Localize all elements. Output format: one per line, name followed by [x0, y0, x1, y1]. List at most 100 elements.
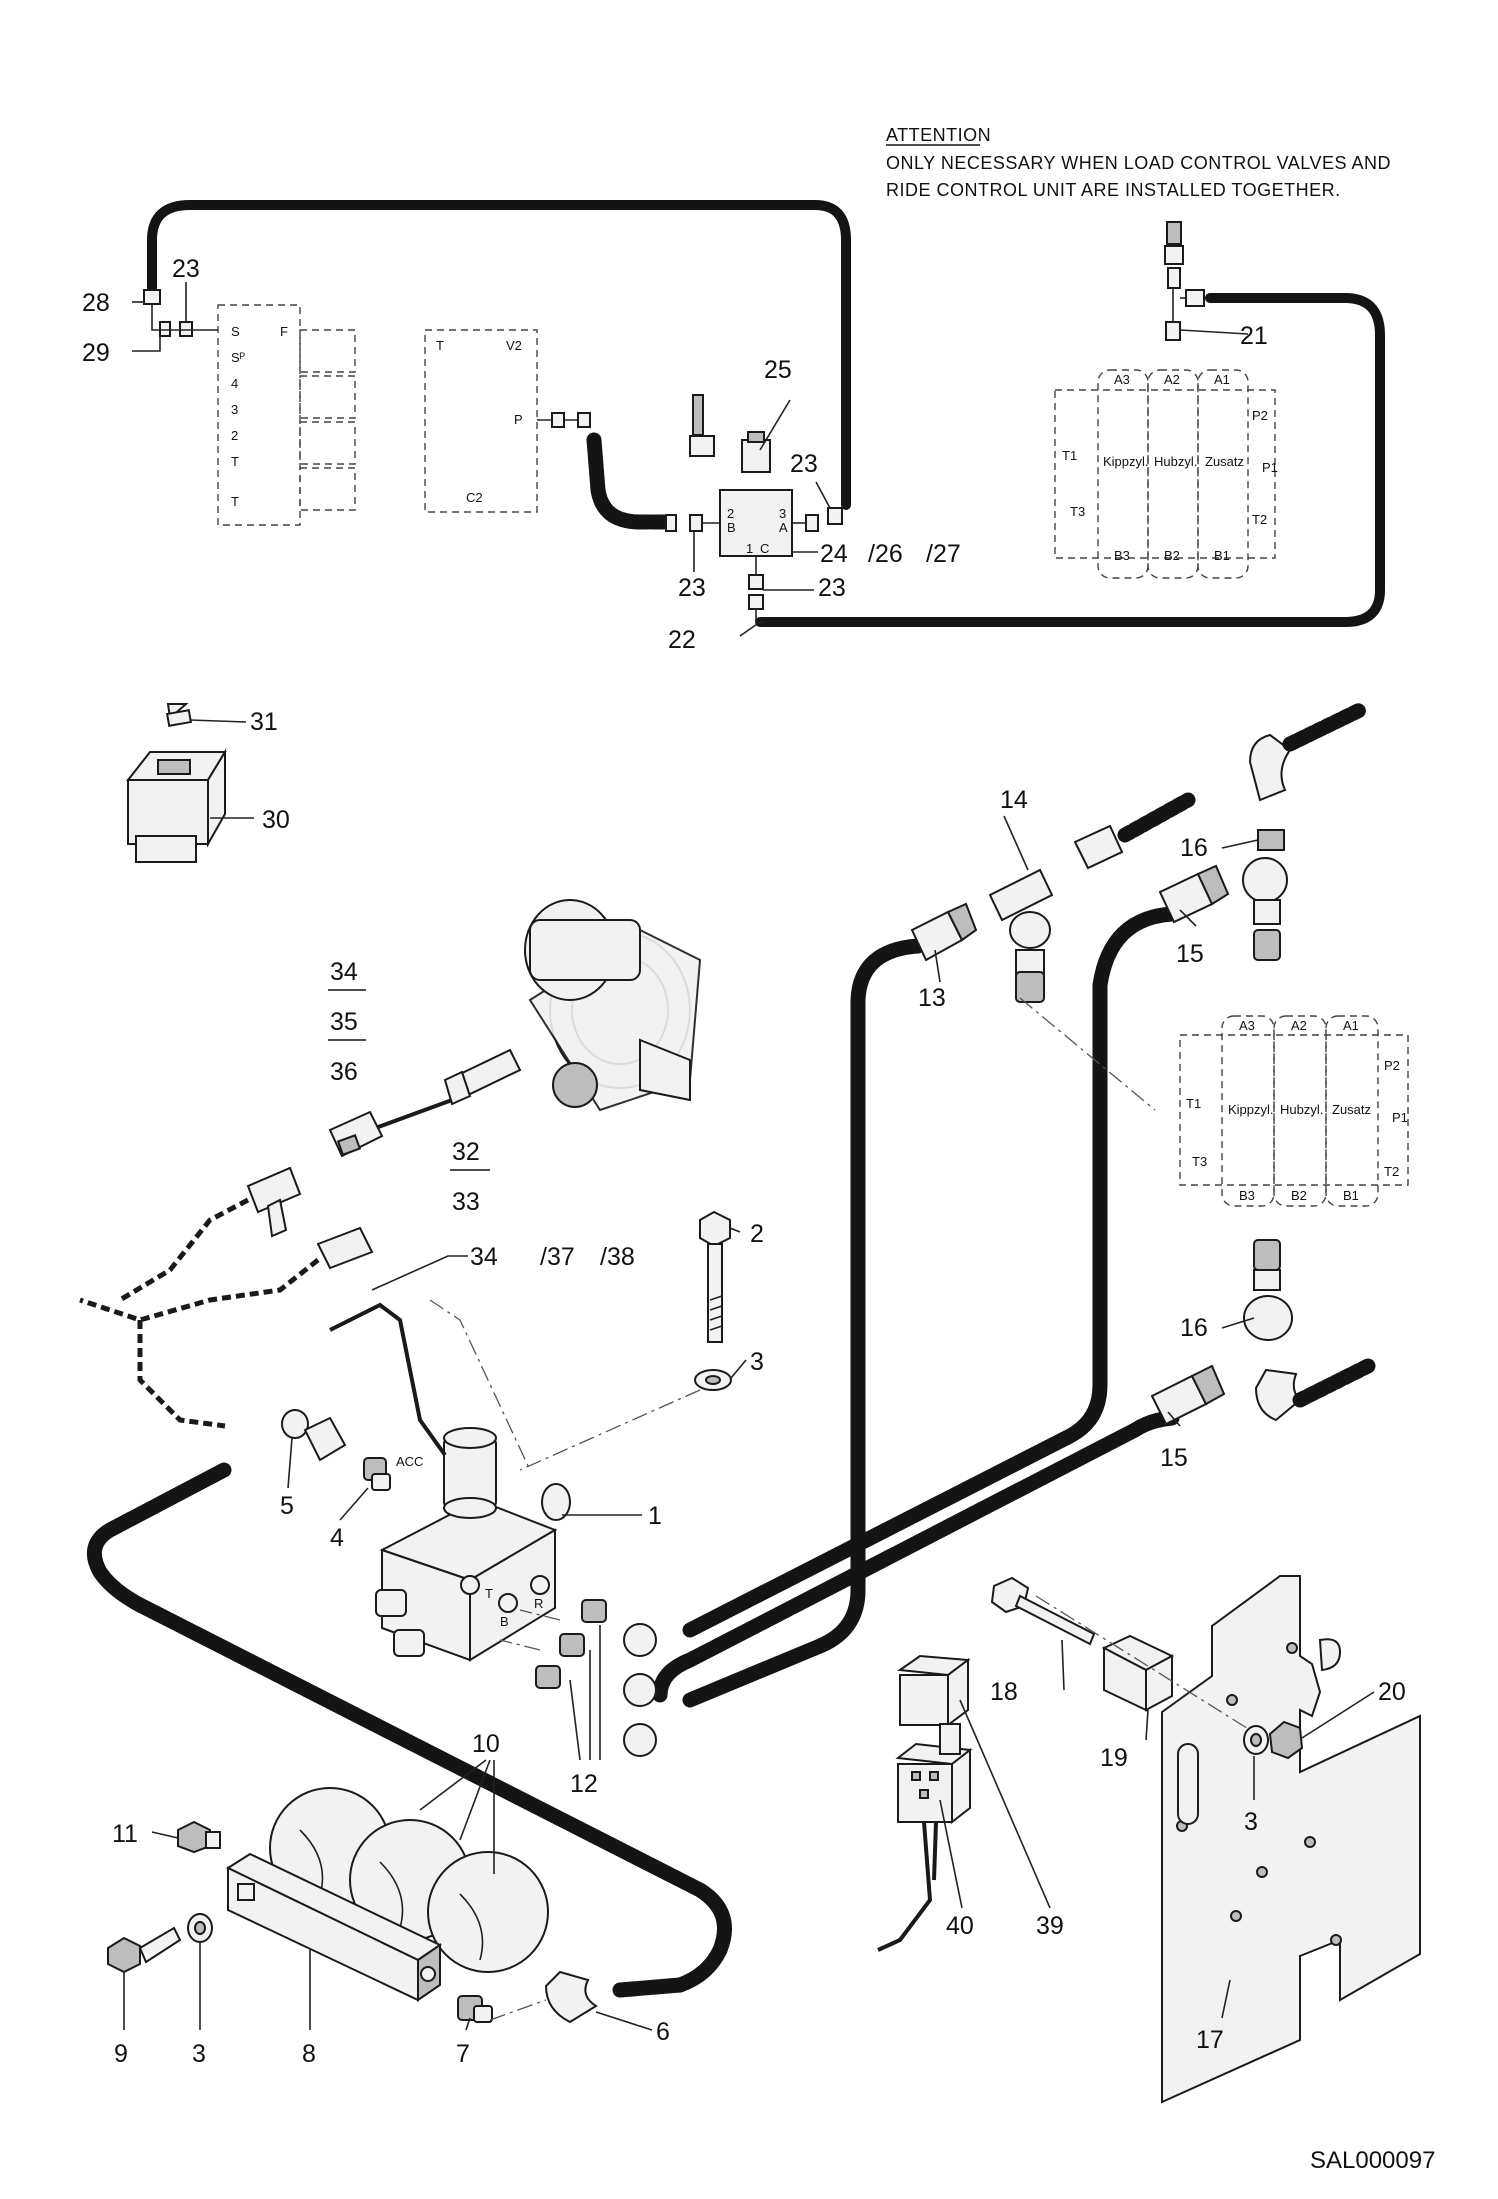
washer-3-left: [187, 1913, 213, 1943]
attention-heading: ATTENTION: [886, 125, 991, 145]
valve-port-b-label: B: [500, 1614, 509, 1629]
callout-27: /27: [926, 540, 961, 568]
block-mid-t3: T3: [1192, 1154, 1207, 1169]
fitting-5: [281, 1409, 347, 1462]
block-hub: Hubzyl.: [1154, 454, 1197, 469]
hose-fitting-15-bottom: [1150, 1364, 1226, 1426]
callout-3-b: 3: [192, 2040, 206, 2068]
valve-port-b: B: [727, 520, 736, 535]
attention-line-2: RIDE CONTROL UNIT ARE INSTALLED TOGETHER…: [886, 180, 1341, 200]
spacer-19: [1101, 1634, 1175, 1712]
callout-11: 11: [112, 1820, 138, 1848]
mounting-plate-17: [1161, 1575, 1421, 2104]
tee-16-top: [1242, 702, 1368, 961]
valve-port-1: 1: [746, 541, 753, 556]
mounting-bracket-8: [225, 1852, 442, 2002]
callout-numbers: 28 29 23 25 23 24 /26 /27 23 23 22 21 31…: [82, 255, 1406, 2068]
callout-20: 20: [1378, 1678, 1406, 1706]
hose-15-top: [682, 906, 1180, 1638]
block-a3: A3: [1114, 372, 1130, 387]
callout-33: 33: [452, 1188, 480, 1216]
callout-31: 31: [250, 708, 278, 736]
port-label-t: T: [231, 454, 239, 469]
callout-34-a: 34: [330, 958, 358, 986]
valve-port-acc: ACC: [396, 1454, 423, 1469]
block-zus: Zusatz: [1205, 454, 1244, 469]
callout-26: /26: [868, 540, 903, 568]
port-label-3: 3: [231, 402, 238, 417]
valve-port-a: A: [779, 520, 788, 535]
block-p1: P1: [1262, 460, 1278, 475]
block-mid-a3: A3: [1239, 1018, 1255, 1033]
callout-35: 35: [330, 1008, 358, 1036]
callout-5: 5: [280, 1492, 294, 1520]
port-label-c2: C2: [466, 490, 483, 505]
control-block-left: S F Sᴾ 4 3 2 T T: [143, 289, 356, 526]
dashdot-14-block: [1019, 997, 1156, 1111]
valve-port-2: 2: [727, 506, 734, 521]
callout-1: 1: [648, 1502, 662, 1530]
callout-25: 25: [764, 356, 792, 384]
dashdot-bolt-axis: [519, 1389, 701, 1471]
block-t1: T1: [1062, 448, 1077, 463]
hose-p-to-valve: [586, 432, 673, 530]
callout-16-a: 16: [1180, 834, 1208, 862]
hose-15-bottom: [652, 1410, 1180, 1703]
callout-19: 19: [1100, 1744, 1128, 1772]
block-mid-t1: T1: [1186, 1096, 1201, 1111]
block-mid-a2: A2: [1291, 1018, 1307, 1033]
block-mid-b3: B3: [1239, 1188, 1255, 1203]
port-label-sp: Sᴾ: [231, 350, 246, 365]
callout-2: 2: [750, 1220, 764, 1248]
harness-connector-top: [79, 1166, 374, 1429]
port-label-s: S: [231, 324, 240, 339]
callout-8: 8: [302, 2040, 316, 2068]
hose-top-loop: [147, 200, 851, 510]
pump-assembly: [524, 899, 702, 1112]
callout-34-b: 34: [470, 1243, 498, 1271]
fitting-4: [363, 1457, 391, 1491]
block-t2: T2: [1252, 512, 1267, 527]
port-label-t2: T: [231, 494, 239, 509]
callout-6: 6: [656, 2018, 670, 2046]
callout-24: 24: [820, 540, 848, 568]
callout-15-b: 15: [1160, 1444, 1188, 1472]
block-a1: A1: [1214, 372, 1230, 387]
block-t3: T3: [1070, 504, 1085, 519]
bolt-2: [699, 1210, 731, 1343]
bolt-11: [177, 1820, 221, 1854]
document-id: SAL000097: [1310, 2147, 1435, 2174]
callout-22: 22: [668, 626, 696, 654]
valve-24: 2 B 3 A 1 C: [665, 394, 843, 623]
block-kipp: Kippzyl.: [1103, 454, 1149, 469]
valve-port-3: 3: [779, 506, 786, 521]
hose-fitting-13: [910, 902, 978, 962]
callout-7: 7: [456, 2040, 470, 2068]
callout-17: 17: [1196, 2026, 1224, 2054]
block-a2: A2: [1164, 372, 1180, 387]
callout-15-a: 15: [1176, 940, 1204, 968]
fitting-7: [457, 1995, 493, 2023]
elbow-6: [489, 1970, 598, 2024]
callout-40: 40: [946, 1912, 974, 1940]
tee-16-bottom: [1243, 1239, 1376, 1422]
callout-39: 39: [1036, 1912, 1064, 1940]
block-mid-t2: T2: [1384, 1164, 1399, 1179]
callout-10: 10: [472, 1730, 500, 1758]
rocker-switch-30: [125, 703, 227, 863]
block-mid-zus: Zusatz: [1332, 1102, 1371, 1117]
leader-lines: [123, 282, 1375, 2031]
callout-23-a: 23: [172, 255, 200, 283]
elbow-fittings-12: [499, 1599, 657, 1757]
callout-9: 9: [114, 2040, 128, 2068]
hose-13: [682, 938, 926, 1708]
block-mid-p1: P1: [1392, 1110, 1408, 1125]
callout-16-b: 16: [1180, 1314, 1208, 1342]
callout-21: 21: [1240, 322, 1268, 350]
washer-3-right: [1243, 1725, 1269, 1755]
valve-block-schematic-top: A3 A2 A1 B3 B2 B1 Kippzyl. Hubzyl. Zusat…: [1054, 221, 1278, 579]
callout-30: 30: [262, 806, 290, 834]
block-p2: P2: [1252, 408, 1268, 423]
hose-right-loop: [755, 293, 1385, 627]
